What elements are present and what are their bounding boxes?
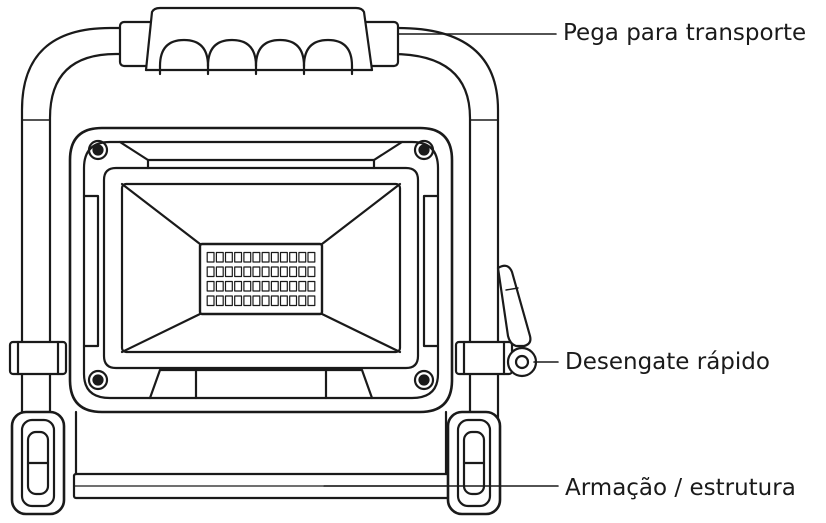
led-cell [298, 280, 307, 292]
led-cell [307, 266, 316, 278]
led-cell [243, 251, 252, 263]
screw-bottom-left [87, 369, 109, 391]
led-cell [206, 266, 215, 278]
led-cell [243, 295, 252, 307]
led-cell [298, 295, 307, 307]
carry-handle [118, 6, 400, 76]
led-cell [307, 280, 316, 292]
led-cell [206, 251, 215, 263]
screw-top-left [87, 139, 109, 161]
wheel-right [446, 410, 502, 516]
led-cell [252, 251, 261, 263]
led-cell [224, 295, 233, 307]
led-cell [270, 251, 279, 263]
label-carry-handle: Pega para transporte [563, 20, 807, 46]
led-cell [215, 280, 224, 292]
led-cell [234, 295, 243, 307]
label-frame: Armação / estrutura [565, 475, 796, 501]
callout-lines [323, 33, 559, 487]
led-cell [224, 251, 233, 263]
led-cell [261, 280, 270, 292]
led-cell [307, 251, 316, 263]
led-cell [289, 295, 298, 307]
screw-bottom-right [413, 369, 435, 391]
led-cell [224, 280, 233, 292]
led-cell [206, 295, 215, 307]
led-cell [252, 266, 261, 278]
led-cell [289, 266, 298, 278]
led-cell [243, 280, 252, 292]
led-cell [279, 266, 288, 278]
led-cell [234, 266, 243, 278]
frame-base [72, 410, 464, 500]
reflector [102, 166, 420, 370]
led-cell [270, 280, 279, 292]
wheel-left [10, 410, 66, 516]
led-cell [215, 295, 224, 307]
led-cell [261, 266, 270, 278]
led-cell [252, 280, 261, 292]
led-cell [224, 266, 233, 278]
led-cell [234, 280, 243, 292]
led-cell [243, 266, 252, 278]
led-cell [298, 266, 307, 278]
led-cell [270, 295, 279, 307]
led-cell [270, 266, 279, 278]
led-array [198, 242, 324, 316]
led-cell [298, 251, 307, 263]
housing-screws [87, 139, 435, 391]
led-cell [261, 295, 270, 307]
led-cell [261, 251, 270, 263]
led-cell [289, 280, 298, 292]
led-cell [206, 280, 215, 292]
screw-top-right [413, 139, 435, 161]
led-cell [289, 251, 298, 263]
led-cell [234, 251, 243, 263]
led-cell [215, 266, 224, 278]
led-cell [307, 295, 316, 307]
led-cell [279, 295, 288, 307]
led-cell [279, 251, 288, 263]
led-cell [279, 280, 288, 292]
led-cell [252, 295, 261, 307]
label-quick-release: Desengate rápido [565, 349, 770, 375]
side-brackets [8, 340, 514, 376]
led-cell [215, 251, 224, 263]
